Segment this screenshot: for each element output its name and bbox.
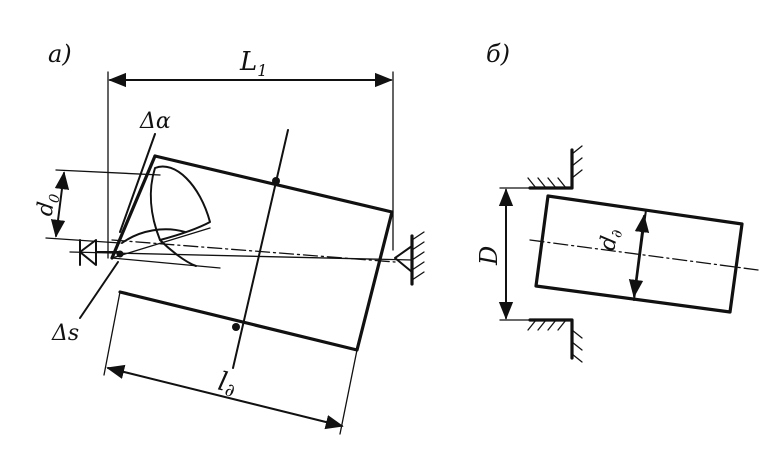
end-curve-upper — [121, 228, 186, 244]
ld-label: l∂ — [215, 367, 239, 402]
converging-line-1 — [111, 227, 211, 259]
d0-sub: 0 — [47, 193, 64, 204]
section-point-top — [272, 177, 280, 185]
workpiece-outline — [118, 154, 394, 352]
ld-dimension-line — [106, 364, 344, 430]
section-point-bottom — [232, 323, 240, 331]
d0-main: d — [33, 200, 60, 217]
dd-dimension-line — [628, 214, 650, 298]
dd-sub: ∂ — [607, 228, 626, 240]
L1-label: L1 — [239, 47, 267, 80]
panel-b: б) D — [475, 40, 759, 363]
part-outline — [534, 194, 744, 314]
upper-wall — [527, 145, 583, 190]
d0-label: d0 — [33, 191, 64, 218]
hatched-end-region — [149, 165, 211, 241]
d0-extension-top — [55, 169, 161, 176]
part-axis — [529, 239, 759, 271]
lower-wall — [527, 318, 583, 363]
dd-label: d∂ — [595, 226, 626, 253]
D-label: D — [475, 246, 503, 266]
section-line — [232, 129, 289, 369]
ld-extension-left — [103, 291, 121, 376]
d0-dimension-line — [50, 171, 70, 238]
delta-alpha-label: Δα — [139, 109, 171, 134]
panel-a-label: а) — [48, 40, 72, 68]
converging-line-2 — [111, 257, 221, 269]
delta-s-leader — [79, 261, 119, 319]
L1-main: L — [239, 47, 257, 77]
ld-sub: ∂ — [223, 379, 237, 402]
panel-b-label: б) — [486, 40, 510, 68]
delta-alpha-leader — [119, 133, 156, 233]
ld-extension-right — [339, 349, 358, 435]
dd-main: d — [595, 234, 622, 253]
panel-a: а) — [33, 40, 425, 435]
right-center-support — [394, 231, 425, 286]
d0-extension-bottom — [45, 237, 121, 244]
L1-sub: 1 — [257, 61, 267, 80]
workpiece-axis — [111, 239, 396, 263]
delta-s-label: Δs — [51, 321, 79, 346]
left-center-support — [79, 239, 124, 266]
